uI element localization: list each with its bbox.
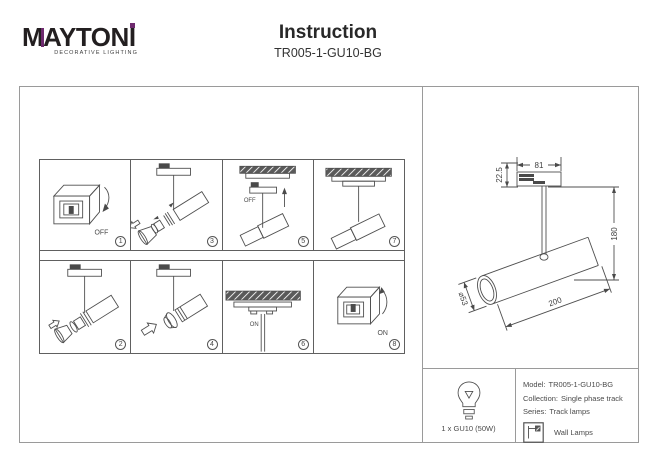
step-label: ON (249, 322, 258, 328)
step-number: 6 (297, 339, 309, 350)
step-number: 2 (115, 339, 127, 350)
title-block: Instruction TR005-1-GU10-BG (0, 22, 656, 60)
wall-switch-off-icon: OFF (52, 184, 110, 237)
logo-text: MAYTON (22, 22, 129, 52)
step-label: OFF (243, 198, 255, 204)
logo-tagline: DECORATIVE LIGHTING (54, 50, 138, 56)
logo-wordmark: MAYTONI (22, 22, 138, 52)
step-number: 5 (297, 236, 309, 247)
insert-gu10-bulb-icon (140, 264, 209, 336)
bulb-icon (457, 381, 480, 420)
exploded-cone-parts-icon (48, 264, 120, 344)
attach-to-track-icon: OFF (238, 165, 296, 247)
logo-purple-dot (130, 23, 135, 28)
mount-type-row: Wall Lamps (523, 421, 638, 443)
step-number: 8 (389, 339, 400, 350)
wall-switch-on-icon: ON (336, 286, 388, 337)
dim-body-length: 200 (547, 295, 563, 308)
locked-on-track-icon: ON (225, 290, 301, 352)
logo-letter-i: I (128, 22, 136, 52)
steps-grid: OFF 1 (39, 159, 405, 354)
mount-type-label: Wall Lamps (554, 427, 593, 437)
product-info: Model:TR005-1-GU10-BG Collection:Single … (516, 369, 638, 443)
lamp-count: 1 x GU10 (50W) (441, 424, 496, 433)
step-cell-6: ON 6 (223, 261, 314, 353)
lamp-spec: 1 x GU10 (50W) (422, 369, 516, 442)
panel-divider (422, 87, 423, 442)
dim-drop: 180 (610, 227, 619, 241)
step-cell-3: 3 (131, 160, 223, 250)
dim-adapter-width: 81 (535, 161, 544, 170)
step-number: 1 (115, 236, 127, 247)
step-cell-2: 2 (40, 261, 132, 353)
spec-collection: Collection:Single phase track (523, 393, 623, 403)
page-title: Instruction (278, 22, 378, 43)
step-cell-5: OFF 5 (223, 160, 314, 250)
spec-model: Model:TR005-1-GU10-BG (523, 380, 614, 389)
step-cell-7: 7 (314, 160, 404, 250)
dimension-drawing: 81 22.5 (456, 157, 619, 331)
step-cell-4: 4 (131, 261, 223, 353)
step-number: 3 (206, 236, 218, 247)
wall-lamps-icon (523, 421, 544, 443)
logo-purple-stem (40, 28, 44, 47)
grid-separator (40, 250, 404, 261)
spec-box: 1 x GU10 (50W) Model:TR005-1-GU10-BG Col… (422, 368, 638, 443)
spec-series: Series:Track lamps (523, 407, 590, 416)
step-number: 4 (206, 339, 218, 350)
step-label: OFF (95, 230, 109, 237)
mounted-on-track-icon (325, 167, 392, 250)
maytoni-logo: MAYTONI DECORATIVE LIGHTING (22, 22, 138, 56)
step-cell-1: OFF 1 (40, 160, 132, 250)
step-number: 7 (389, 236, 400, 247)
model-number: TR005-1-GU10-BG (274, 46, 382, 60)
spot-head-assembly-icon (131, 163, 210, 246)
step-cell-8: ON 8 (314, 261, 404, 353)
dim-adapter-height: 22.5 (495, 167, 504, 183)
content-frame: OFF 1 (19, 86, 639, 443)
step-label: ON (377, 330, 387, 337)
